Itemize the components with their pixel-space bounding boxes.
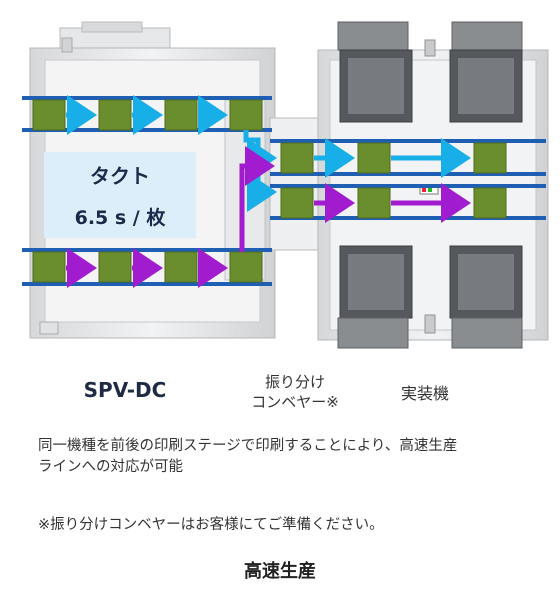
mounter-head-bottom-left <box>337 245 413 349</box>
pcb-board <box>32 251 66 283</box>
split-conveyor-label: 振り分け コンベヤー※ <box>225 372 365 412</box>
split-conveyor-label-line2: コンベヤー※ <box>251 393 339 411</box>
pcb-board <box>280 142 314 174</box>
note: ※振り分けコンベヤーはお客様にてご準備ください。 <box>38 517 384 533</box>
pcb-board <box>280 187 314 219</box>
pcb-board <box>229 251 263 283</box>
description-line2: ラインへの対応が可能 <box>38 459 183 475</box>
mounter-head-bottom-right <box>449 245 523 349</box>
pcb-board <box>164 251 198 283</box>
flow-arrows-bottom <box>66 146 471 288</box>
spv-dc-label: SPV-DC <box>83 378 167 402</box>
pcb-board <box>473 187 507 219</box>
pcb-board <box>229 99 263 131</box>
pcb-board <box>357 142 391 174</box>
mounter-head-top-left <box>337 21 413 123</box>
split-conveyor-label-line1: 振り分け <box>264 373 325 391</box>
pcb-board <box>98 99 132 131</box>
flow-arrows-top <box>66 95 471 212</box>
takt-box: タクト 6.5 s / 枚 <box>44 152 196 238</box>
pcb-board <box>164 99 198 131</box>
pcb-board <box>473 142 507 174</box>
takt-value: 6.5 s / 枚 <box>74 207 166 229</box>
pcb-board <box>32 99 66 131</box>
description-line1: 同一機種を前後の印刷ステージで印刷することにより、高速生産 <box>38 438 458 454</box>
mounter-head-top-right <box>449 21 523 123</box>
pcb-board <box>98 251 132 283</box>
mounter-label: 実装機 <box>400 384 449 403</box>
takt-title: タクト <box>90 164 150 188</box>
pcb-board <box>357 187 391 219</box>
pcb-boards <box>32 99 507 283</box>
description: 同一機種を前後の印刷ステージで印刷することにより、高速生産 ラインへの対応が可能 <box>38 436 538 478</box>
caption: 高速生産 <box>244 561 316 582</box>
